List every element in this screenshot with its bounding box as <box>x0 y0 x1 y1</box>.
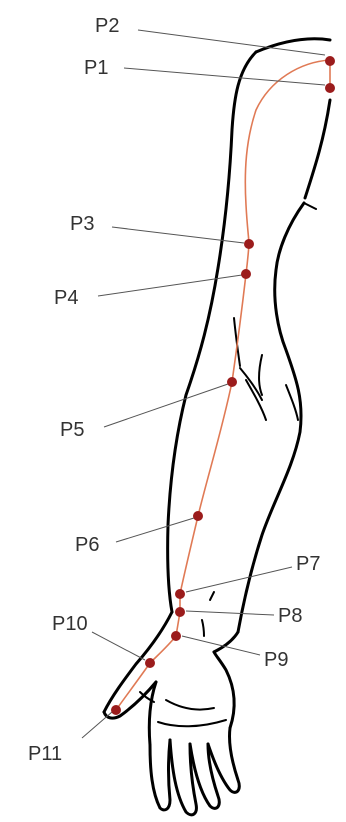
leader-p2 <box>138 30 325 55</box>
point-p2 <box>325 56 335 66</box>
leader-p7 <box>186 567 292 592</box>
point-p10 <box>145 658 155 668</box>
point-p8 <box>175 607 185 617</box>
leader-p10 <box>92 632 145 660</box>
label-p10: P10 <box>52 613 88 635</box>
point-p7 <box>175 589 185 599</box>
point-p3 <box>244 239 254 249</box>
leader-p6 <box>116 518 194 542</box>
label-p11: P11 <box>28 743 62 765</box>
point-p6 <box>193 511 203 521</box>
label-p5: P5 <box>60 419 84 441</box>
point-p5 <box>227 377 237 387</box>
leader-p9 <box>182 636 260 655</box>
leader-p4 <box>98 275 242 296</box>
point-p4 <box>241 269 251 279</box>
point-p9 <box>171 631 181 641</box>
leader-p11 <box>82 712 112 738</box>
label-p2: P2 <box>95 15 119 37</box>
label-p1: P1 <box>84 57 108 79</box>
label-p8: P8 <box>278 605 302 627</box>
label-p4: P4 <box>54 287 78 309</box>
leader-p5 <box>104 384 228 427</box>
point-p11 <box>111 705 121 715</box>
point-p1 <box>325 83 335 93</box>
label-p7: P7 <box>296 553 320 575</box>
point-labels: P2 P1 P3 P4 P5 P6 P7 P8 P9 P10 P11 <box>28 15 320 765</box>
hand-outline <box>104 612 239 815</box>
label-p3: P3 <box>70 213 94 235</box>
label-p6: P6 <box>75 534 99 556</box>
label-p9: P9 <box>264 649 288 671</box>
leader-p8 <box>186 611 274 615</box>
